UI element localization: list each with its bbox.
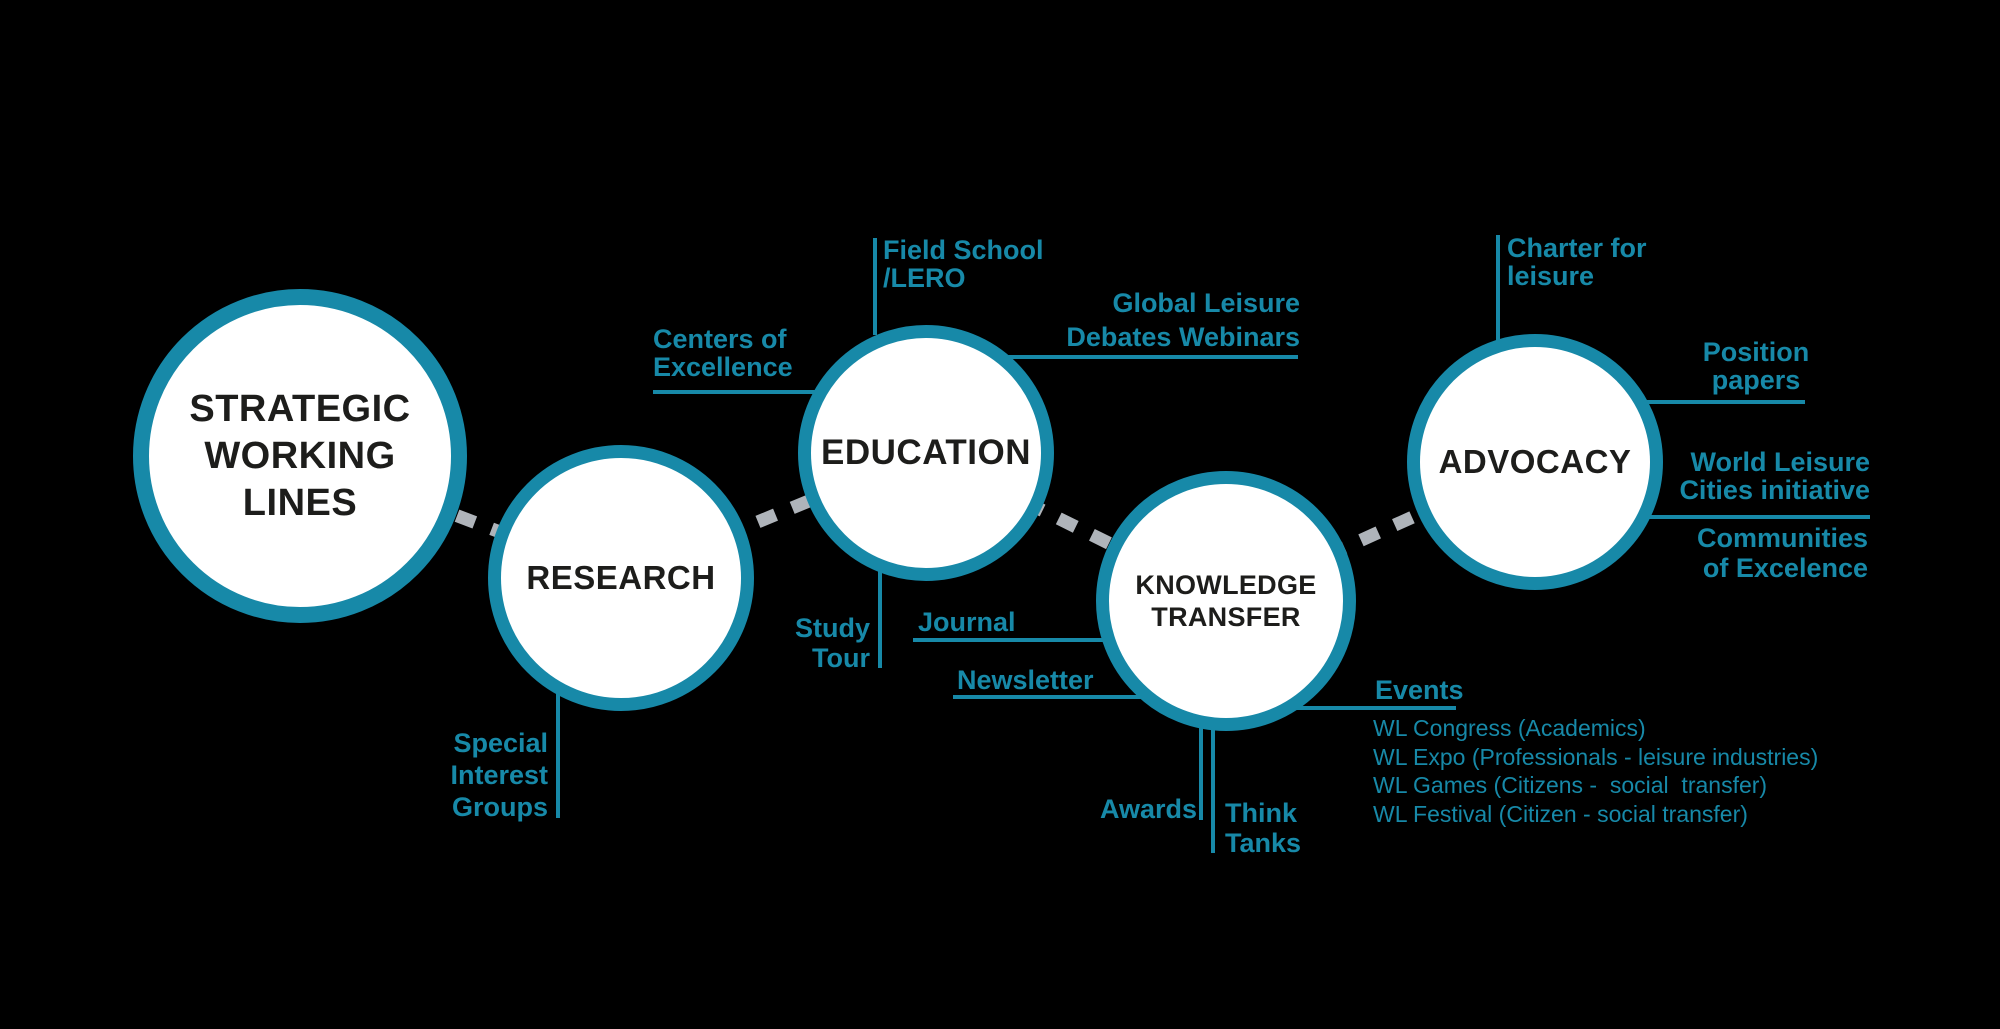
label-special-interest-groups: Special Interest Groups [450,728,548,822]
label-global-leisure-debates-webinars: Global Leisure Debates Webinars [1066,288,1300,352]
circle-knowledge-transfer-label: KNOWLEDGE TRANSFER [1135,570,1317,632]
events-list: WL Congress (Academics) WL Expo (Profess… [1373,714,1818,828]
label-newsletter: Newsletter [957,665,1094,695]
circle-research: RESEARCH [488,445,754,711]
label-world-leisure-cities-initiative: World Leisure Cities initiative [1679,447,1870,505]
circle-knowledge-transfer: KNOWLEDGE TRANSFER [1096,471,1356,731]
events-list-item: WL Games (Citizens - social transfer) [1373,772,1768,798]
circle-strategic-working-lines-label: STRATEGIC WORKING LINES [189,387,411,524]
label-position-papers: Position papers [1702,337,1810,395]
circle-research-label: RESEARCH [526,559,716,596]
label-centers-of-excellence: Centers of Excellence [653,324,793,382]
events-list-item: WL Festival (Citizen - social transfer) [1373,800,1748,827]
label-charter-for-leisure: Charter for leisure [1507,233,1647,291]
circle-education-label: EDUCATION [821,433,1031,472]
circle-advocacy-label: ADVOCACY [1438,443,1632,480]
label-think-tanks: Think Tanks [1225,798,1302,858]
label-awards: Awards [1099,794,1197,824]
circle-education: EDUCATION [798,325,1054,581]
label-communities-of-excelence: Communities of Excelence [1696,523,1868,583]
label-field-school-lero: Field School /LERO [883,235,1044,293]
circle-strategic-working-lines: STRATEGIC WORKING LINES [133,289,467,623]
label-journal: Journal [918,607,1016,637]
label-study-tour: Study Tour [794,613,870,673]
label-events: Events [1375,675,1464,705]
events-list-item: WL Expo (Professionals - leisure industr… [1373,743,1819,770]
events-list-item: WL Congress (Academics) [1373,715,1646,741]
